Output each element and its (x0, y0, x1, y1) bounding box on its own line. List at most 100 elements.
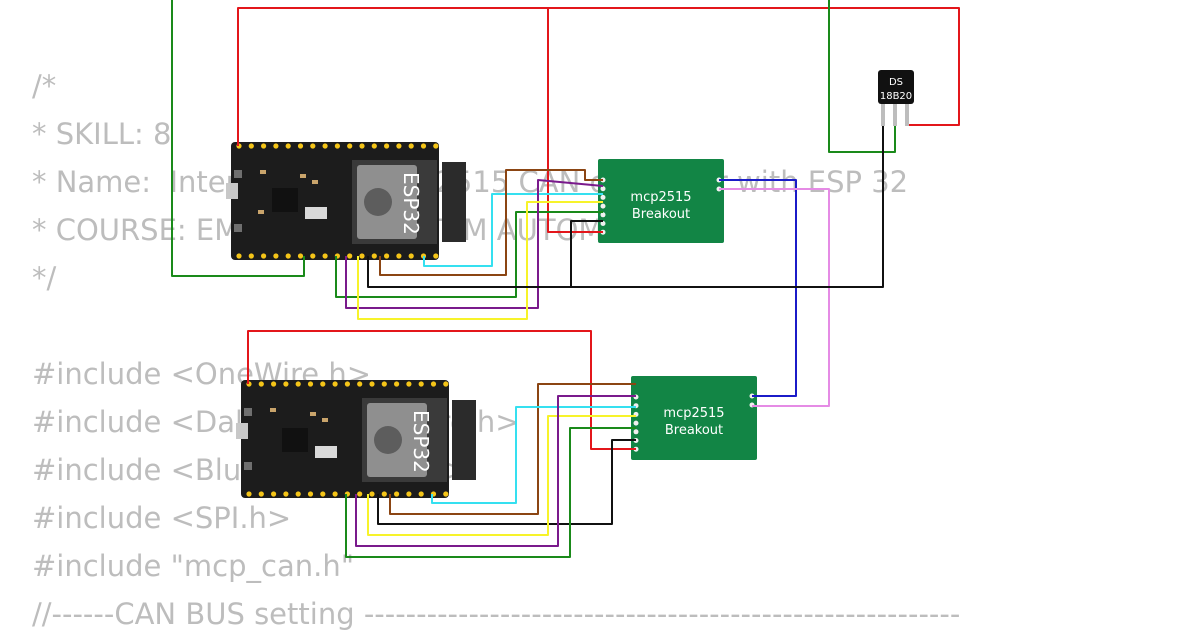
header-pin[interactable] (357, 491, 363, 497)
header-pin[interactable] (430, 381, 437, 387)
header-pin[interactable] (320, 381, 326, 387)
header-pin[interactable] (406, 381, 412, 387)
header-pin[interactable] (307, 491, 314, 497)
header-pin[interactable] (332, 491, 338, 497)
header-pin[interactable] (369, 381, 375, 387)
breakout-pin[interactable] (633, 420, 639, 426)
header-pin[interactable] (381, 381, 387, 387)
mcp-bottom-label-line2: Breakout (665, 423, 723, 438)
header-pin[interactable] (261, 143, 267, 149)
mcp-top-label-line1: mcp2515 (630, 190, 691, 205)
header-pin[interactable] (408, 253, 414, 259)
header-pin[interactable] (406, 491, 412, 497)
header-pin[interactable] (394, 381, 400, 387)
header-pin[interactable] (443, 381, 449, 387)
header-pin[interactable] (295, 491, 301, 497)
code-background: /** SKILL: 8* Name: Interfacing of MCP25… (32, 62, 960, 638)
mcp-bottom-label-line1: mcp2515 (663, 406, 724, 421)
header-pin[interactable] (295, 381, 301, 387)
header-pin[interactable] (248, 143, 254, 149)
header-pin[interactable] (369, 491, 375, 497)
header-pin[interactable] (347, 253, 353, 259)
header-pin[interactable] (418, 381, 424, 387)
esp32-label-bottom: ESP32 (409, 410, 433, 473)
header-pin[interactable] (310, 253, 316, 259)
header-pin[interactable] (285, 253, 291, 259)
header-pin[interactable] (443, 491, 449, 497)
header-pin[interactable] (347, 143, 353, 149)
wire-black-sensor (571, 126, 884, 288)
wire-brown-bottom (389, 383, 636, 515)
header-pin[interactable] (246, 491, 252, 497)
header-pin[interactable] (332, 381, 338, 387)
header-pin[interactable] (283, 381, 289, 387)
header-pin[interactable] (357, 381, 363, 387)
header-pin[interactable] (258, 381, 264, 387)
breakout-pin[interactable] (633, 429, 639, 435)
header-pin[interactable] (310, 143, 316, 149)
header-pin[interactable] (285, 143, 291, 149)
ds18b20-sensor[interactable]: DS 18B20 (878, 70, 914, 126)
wire-green-top-left (171, 0, 305, 277)
header-pin[interactable] (418, 491, 424, 497)
header-pin[interactable] (297, 143, 304, 149)
breakout-pin[interactable] (600, 203, 606, 209)
wire-purple-top (345, 179, 604, 309)
header-pin[interactable] (322, 253, 328, 259)
esp32-board-bottom[interactable]: ESP32 (236, 380, 476, 498)
header-pin[interactable] (334, 143, 340, 149)
mcp2515-breakout-top[interactable]: mcp2515 Breakout (598, 159, 724, 243)
header-pin[interactable] (433, 143, 439, 149)
header-pin[interactable] (307, 381, 314, 387)
breakout-pin[interactable] (600, 194, 606, 200)
header-pin[interactable] (420, 143, 427, 149)
wire-green-sensor (828, 0, 896, 153)
wire-yellow-bottom (367, 415, 636, 536)
header-pin[interactable] (359, 253, 365, 259)
header-pin[interactable] (236, 253, 242, 259)
header-pin[interactable] (384, 143, 390, 149)
header-pin[interactable] (394, 491, 400, 497)
breakout-pin[interactable] (600, 186, 606, 192)
wire-brown-top (379, 169, 603, 276)
header-pin[interactable] (381, 491, 387, 497)
mcp-top-label-line2: Breakout (632, 207, 690, 222)
header-pin[interactable] (320, 491, 326, 497)
breakout-pin[interactable] (600, 221, 606, 226)
header-pin[interactable] (384, 253, 390, 259)
header-pin[interactable] (271, 381, 277, 387)
esp32-label-top: ESP32 (399, 172, 423, 235)
wire-black-bottom (377, 439, 636, 525)
header-pin[interactable] (283, 491, 289, 497)
breakout-pin[interactable] (600, 212, 606, 218)
header-pin[interactable] (396, 253, 402, 259)
header-pin[interactable] (371, 143, 377, 149)
header-pin[interactable] (371, 253, 377, 259)
header-pin[interactable] (344, 381, 350, 387)
header-pin[interactable] (248, 253, 254, 259)
code-line: */ (32, 261, 57, 295)
wire-green-top-mid (335, 211, 603, 298)
wire-cyan-bottom (431, 406, 636, 504)
header-pin[interactable] (258, 491, 264, 497)
code-line: //------CAN BUS setting ----------------… (32, 597, 961, 631)
header-pin[interactable] (322, 143, 328, 149)
header-pin[interactable] (396, 143, 402, 149)
code-line: * SKILL: 8 (32, 117, 172, 151)
header-pin[interactable] (433, 253, 439, 259)
header-pin[interactable] (261, 253, 267, 259)
header-pin[interactable] (408, 143, 414, 149)
header-pin[interactable] (271, 491, 277, 497)
header-pin[interactable] (297, 253, 304, 259)
wire-red-sensor (548, 7, 960, 126)
wire-green-bottom (345, 427, 636, 558)
code-line: #include "mcp_can.h" (32, 549, 355, 583)
code-line: /* (32, 69, 57, 103)
header-pin[interactable] (273, 143, 279, 149)
mcp2515-breakout-bottom[interactable]: mcp2515 Breakout (631, 376, 757, 460)
header-pin[interactable] (273, 253, 279, 259)
wire-cyan-top (423, 193, 603, 267)
esp32-board-top[interactable]: ESP32 (226, 142, 466, 260)
header-pin[interactable] (359, 143, 365, 149)
